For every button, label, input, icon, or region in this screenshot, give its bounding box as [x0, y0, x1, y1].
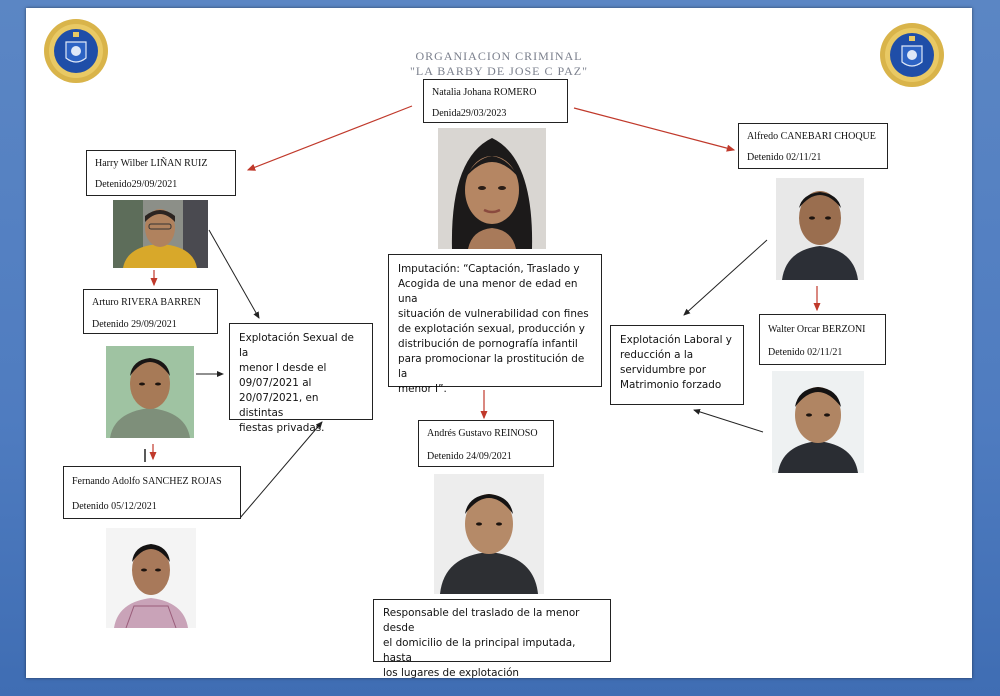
diagram-subtitle: "LA BARBY DE JOSE C PAZ" [410, 64, 588, 78]
person-name: Natalia Johana ROMERO [432, 87, 537, 98]
police-emblem-right-icon [880, 23, 944, 87]
person-name: Harry Wilber LIÑAN RUIZ [95, 158, 208, 169]
photo-sanchez [106, 528, 196, 628]
imputacion-text: Imputación: “Captación, Traslado y Acogi… [398, 263, 589, 395]
photo-rivera [106, 346, 194, 438]
person-name: Andrés Gustavo REINOSO [427, 428, 538, 439]
police-emblem-left-icon [44, 19, 108, 83]
explotacion-sexual-text: Explotación Sexual de la menor I desde e… [239, 332, 354, 434]
arrow-romero-to-linan [246, 105, 413, 171]
arrow-romero-to-canebari [573, 107, 736, 152]
person-box-romero: Natalia Johana ROMERO Denida29/03/2023 [423, 79, 568, 123]
arrow-linan-to-explotacion [208, 229, 260, 319]
arrow-sanchez-to-explotacion [239, 421, 323, 519]
photo-linan [113, 200, 208, 268]
connector-layer [144, 105, 821, 519]
person-name: Fernando Adolfo SANCHEZ ROJAS [72, 476, 222, 487]
explotacion-sexual-box: Explotación Sexual de la menor I desde e… [229, 323, 373, 434]
person-box-sanchez: Fernando Adolfo SANCHEZ ROJAS Detenido 0… [63, 466, 241, 519]
person-status: Detenido 05/12/2021 [72, 501, 157, 512]
person-status: Denida29/03/2023 [432, 108, 507, 119]
arrow-berzoni-to-laboral [693, 408, 764, 433]
person-status: Detenido 24/09/2021 [427, 451, 512, 462]
diagram-sheet: ORGANIACION CRIMINAL "LA BARBY DE JOSE C… [26, 8, 972, 679]
imputacion-box: Imputación: “Captación, Traslado y Acogi… [388, 254, 602, 395]
person-box-canebari: Alfredo CANEBARI CHOQUE Detenido 02/11/2… [738, 123, 888, 169]
person-status: Detenido 02/11/21 [747, 152, 822, 163]
responsable-box: Responsable del traslado de la menor des… [373, 599, 611, 679]
responsable-text: Responsable del traslado de la menor des… [383, 607, 580, 679]
person-box-reinoso: Andrés Gustavo REINOSO Detenido 24/09/20… [418, 420, 554, 467]
photo-reinoso [434, 474, 544, 594]
person-status: Detenido 29/09/2021 [92, 319, 177, 330]
arrow-canebari-to-laboral [683, 239, 768, 316]
person-box-rivera: Arturo RIVERA BARREN Detenido 29/09/2021 [83, 289, 218, 334]
explotacion-laboral-text: Explotación Laboral y reducción a la ser… [620, 334, 732, 391]
person-name: Arturo RIVERA BARREN [92, 297, 201, 308]
photo-berzoni [772, 371, 864, 473]
photo-canebari [776, 178, 864, 280]
explotacion-laboral-box: Explotación Laboral y reducción a la ser… [610, 325, 744, 405]
photo-romero [438, 128, 546, 249]
person-name: Walter Orcar BERZONI [768, 324, 866, 335]
person-status: Detenido29/09/2021 [95, 179, 178, 190]
person-box-berzoni: Walter Orcar BERZONI Detenido 02/11/21 [759, 314, 886, 365]
diagram-title: ORGANIACION CRIMINAL [415, 49, 583, 63]
person-box-linan: Harry Wilber LIÑAN RUIZ Detenido29/09/20… [86, 150, 236, 196]
person-status: Detenido 02/11/21 [768, 347, 843, 358]
person-name: Alfredo CANEBARI CHOQUE [747, 131, 876, 142]
